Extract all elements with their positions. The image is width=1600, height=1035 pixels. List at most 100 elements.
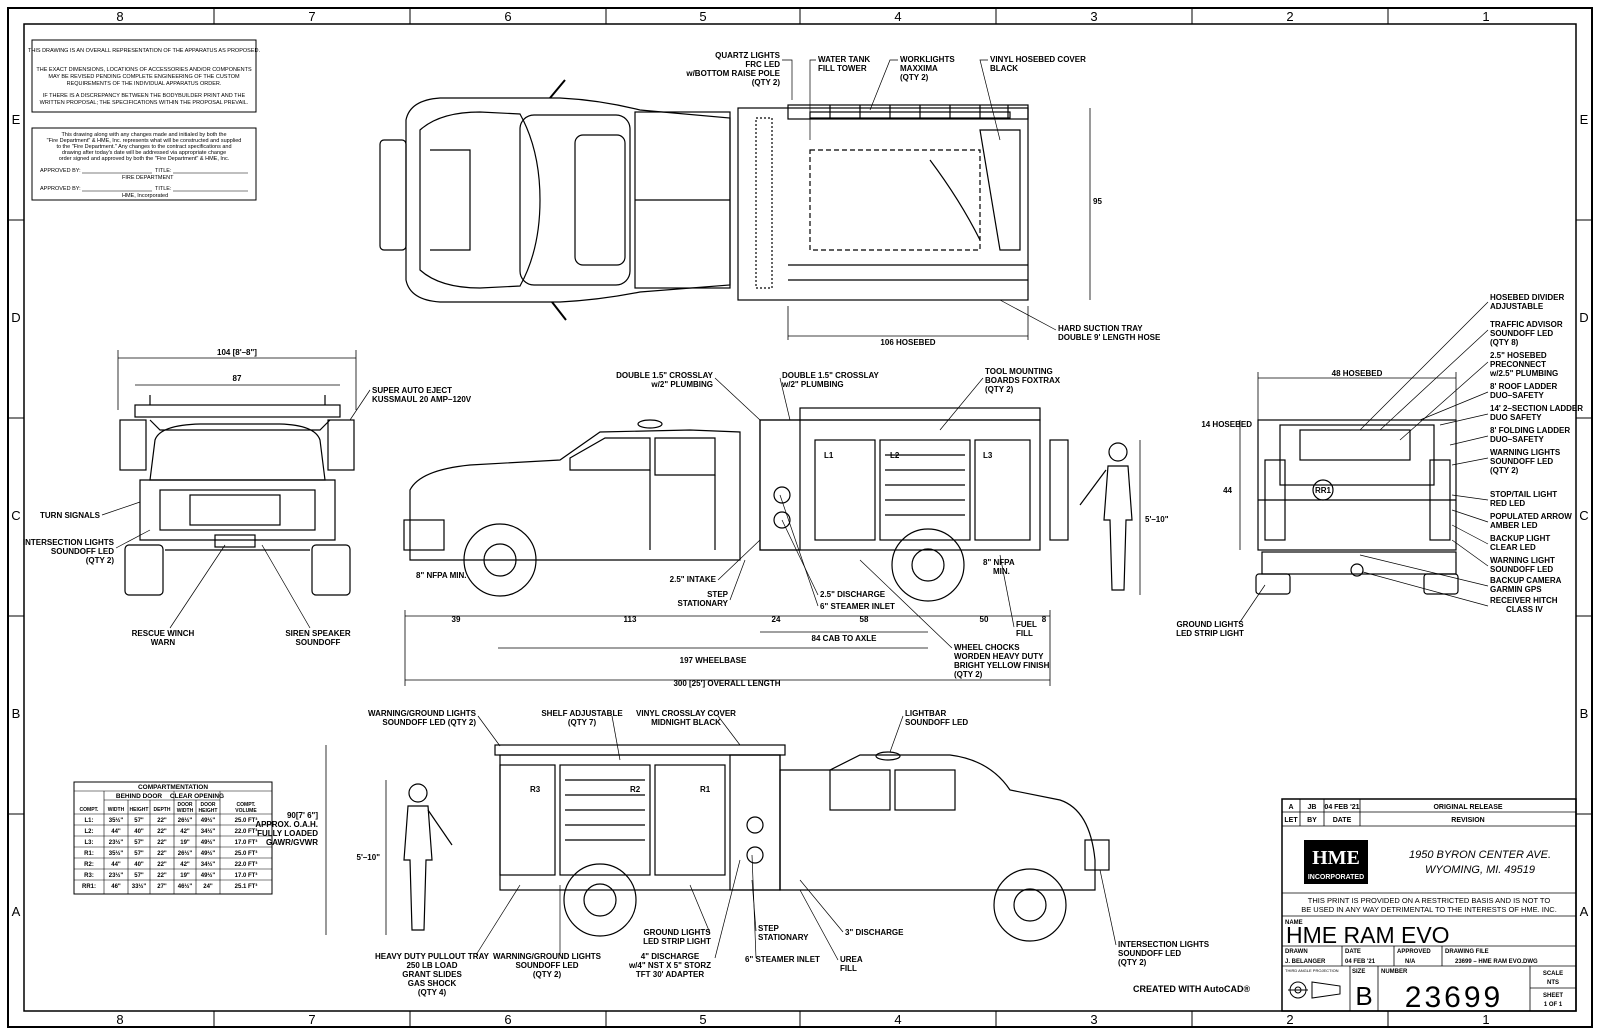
rear-view-dimensions [1239,372,1457,550]
zone-col-6-bottom: 6 [504,1012,511,1027]
table-cell: 22.0 FT³ [235,828,258,835]
officer-view-leaders [475,715,1117,961]
approval-line: This drawing along with any changes made… [61,132,226,138]
approved-by-label-2: APPROVED BY: [40,186,81,192]
table-cell: 26½" [178,817,193,824]
drawn-label: DRAWN [1285,949,1308,955]
scale-value: NTS [1547,980,1559,986]
callout-stationary: STATIONARY [677,599,728,608]
top-view-dimensions [787,108,1091,340]
approval-line: order signed and approved by both the "F… [59,156,230,162]
zone-row-c: C [11,508,20,523]
callout-ground-1: GROUND LIGHTS [643,928,711,937]
size-label: SIZE [1352,969,1365,975]
dim-8: 8 [1042,615,1047,624]
callout-warning-light-led: SOUNDOFF LED [1490,565,1553,574]
callout-amber: AMBER LED [1490,521,1538,530]
callout-officer-intersection-led: SOUNDOFF LED [1118,949,1181,958]
approval-line: drawing after today's date will be addre… [62,150,226,156]
drawing-file: 23699 – HME RAM EVO.DWG [1455,959,1538,965]
approval-note-box: This drawing along with any changes made… [31,127,257,201]
callout-tool-boards: TOOL MOUNTING [985,367,1053,376]
sheet-label: SHEET [1543,993,1563,999]
table-cell: 27" [157,884,167,890]
dim-104: 104 [8'–8"] [217,348,257,357]
callout-auto-eject: SUPER AUTO EJECT [372,386,452,395]
table-header-cell: WIDTH [177,808,194,814]
callout-worklights-qty: (QTY 2) [900,73,929,82]
callout-pullout-3: GRANT SLIDES [402,970,462,979]
top-view-drawing [379,79,1029,321]
dim-39: 39 [452,615,461,624]
zone-col-2-bottom: 2 [1286,1012,1293,1027]
callout-water-tank: WATER TANK [818,55,870,64]
dim-106-hosebed: 106 HOSEBED [880,338,935,347]
table-cell: 42" [180,862,190,868]
zone-row-d-right: D [1579,310,1588,325]
dim-95: 95 [1093,197,1102,206]
table-header-cell: HEIGHT [130,807,149,813]
approved-by-label: APPROVED BY: [40,168,81,174]
callout-lightbar: LIGHTBAR [905,709,947,718]
created-with-autocad: CREATED WITH AutoCAD® [1133,984,1250,994]
table-header-cell: VOLUME [235,808,257,814]
callout-raise-pole: w/BOTTOM RAISE POLE [685,69,780,78]
restriction-2: BE USED IN ANY WAY DETRIMENTAL TO THE IN… [1301,905,1557,914]
drawn-by: J. BELANGER [1285,959,1326,965]
callout-fill: FILL [1016,629,1033,638]
compartment-r3: R3 [530,785,541,794]
rear-view-leaders [1239,301,1489,623]
logo-sub: INCORPORATED [1308,874,1364,881]
callout-red-led: RED LED [1490,499,1525,508]
zone-col-7: 7 [308,9,315,24]
table-cell: 26½" [178,850,193,857]
approved-value: N/A [1405,959,1416,965]
table-cell: 19" [180,840,190,846]
callout-pullout-5: (QTY 4) [418,988,447,997]
rev-date: 04 FEB '21 [1324,804,1359,811]
callout-warning-ground: WARNING/GROUND LIGHTS [368,709,477,718]
callout-officer-stationary: STATIONARY [758,933,809,942]
table-cell: 57" [134,818,144,824]
callout-kussmaul: KUSSMAUL 20 AMP–120V [372,395,472,404]
table-header-cell: HEIGHT [199,808,218,814]
callout-plumbing-1: w/2" PLUMBING [650,380,713,389]
side-view-labels: DOUBLE 1.5" CROSSLAY w/2" PLUMBING DOUBL… [416,367,1169,688]
callout-frc-led: FRC LED [745,60,780,69]
front-view-leaders [101,389,371,629]
side-view-leaders [714,377,1015,649]
callout-soundoff-qty: SOUNDOFF LED (QTY 2) [382,718,476,727]
callout-hitch: RECEIVER HITCH [1490,596,1558,605]
callout-vinyl-crosslay: VINYL CROSSLAY COVER [636,709,736,718]
callout-officer-intersection: INTERSECTION LIGHTS [1118,940,1210,949]
callout-preconnect-1: 2.5" HOSEBED [1490,351,1547,360]
table-cell: 34½" [201,861,216,868]
callout-clear: CLEAR LED [1490,543,1536,552]
callout-disch-2: w/4" NST X 5" STORZ [628,961,711,970]
drawing-name: HME RAM EVO [1286,922,1450,948]
callout-siren-speaker: SIREN SPEAKER [285,629,351,638]
table-cell: 23½" [109,839,124,846]
approval-line: "Fire Department" & HME, Inc. represents… [47,138,242,144]
callout-discharge: 2.5" DISCHARGE [820,590,886,599]
dim-wheelbase: 197 WHEELBASE [680,656,747,665]
callout-duo-safety-1: DUO–SAFETY [1490,391,1544,400]
table-cell: 40" [134,862,144,868]
callout-preconnect-2: PRECONNECT [1490,360,1546,369]
callout-duo-safety-3: DUO–SAFETY [1490,435,1544,444]
note-line: WRITTEN PROPOSAL; THE SPECIFICATIONS WIT… [40,100,249,106]
table-cell: 22" [157,818,167,824]
table-header-cell: DOOR [178,802,193,808]
callout-traffic-led: SOUNDOFF LED [1490,329,1553,338]
table-cell: 40" [134,829,144,835]
table-cell: 22" [157,851,167,857]
table-row-label: L1: [85,818,94,824]
callout-chocks-qty: (QTY 2) [954,670,983,679]
table-row-label: R2: [84,862,94,868]
zone-row-b: B [12,706,21,721]
callout-ground-lights: GROUND LIGHTS [1176,620,1244,629]
zone-row-d: D [11,310,20,325]
nfpa-rear: 8" NFPA [983,558,1015,567]
address-line-1: 1950 BYRON CENTER AVE. [1409,849,1551,861]
